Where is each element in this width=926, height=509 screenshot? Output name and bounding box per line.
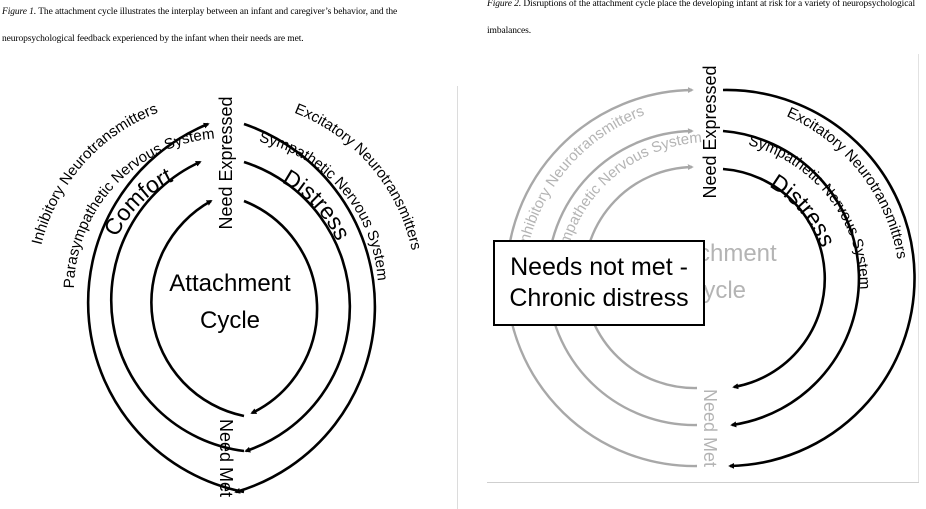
need-met-label-2: Need Met [700, 389, 720, 467]
figure-1-label: Figure 1. [2, 7, 37, 17]
callout-line2: Chronic distress [509, 284, 689, 312]
need-expressed-label: Need Expressed [216, 96, 236, 229]
attachment-cycle-diagram: Need Expressed Need Met Attachment Cycle… [29, 96, 425, 497]
needs-not-met-callout: Needs not met - Chronic distress [493, 240, 705, 326]
figure-2-frame-left [457, 86, 458, 509]
comfort-arc [150, 199, 245, 418]
figure-2-caption: Figure 2. Disruptions of the attachment … [487, 0, 926, 45]
figure-2-caption-text: Disruptions of the attachment cycle plac… [487, 0, 915, 36]
excitatory-arc [234, 122, 377, 494]
inhibitory-label: Inhibitory Neurotransmitters [29, 100, 160, 246]
center-title-line1: Attachment [169, 270, 291, 297]
active-right-arcs [722, 88, 916, 469]
inhibitory-label-faded: Inhibitory Neurotransmitters [515, 103, 646, 249]
excitatory-arc-active [722, 88, 916, 469]
figure-2-label: Figure 2. [487, 0, 522, 9]
parasympathetic-arc [109, 160, 245, 453]
inhibitory-label-path: Inhibitory Neurotransmitters [29, 100, 160, 246]
inhibitory-label-faded-path: Inhibitory Neurotransmitters [515, 103, 646, 249]
callout-line1: Needs not met - [510, 253, 688, 281]
attachment-cycle-arcs [86, 122, 377, 494]
center-title-line2: Cycle [200, 307, 260, 334]
figure-1-caption: Figure 1. The attachment cycle illustrat… [2, 0, 460, 53]
sympathetic-arc-active [722, 129, 861, 428]
figure-2-frame-bottom [487, 482, 919, 483]
distress-arc [243, 199, 319, 415]
need-expressed-label-2: Need Expressed [700, 65, 720, 198]
figure-1-caption-text: The attachment cycle illustrates the int… [2, 7, 398, 44]
figure-2-frame-right [918, 54, 919, 482]
need-met-label: Need Met [216, 419, 236, 497]
distress-arc-active [722, 167, 827, 390]
inhibitory-arc [86, 122, 245, 494]
sympathetic-arc [243, 160, 352, 453]
